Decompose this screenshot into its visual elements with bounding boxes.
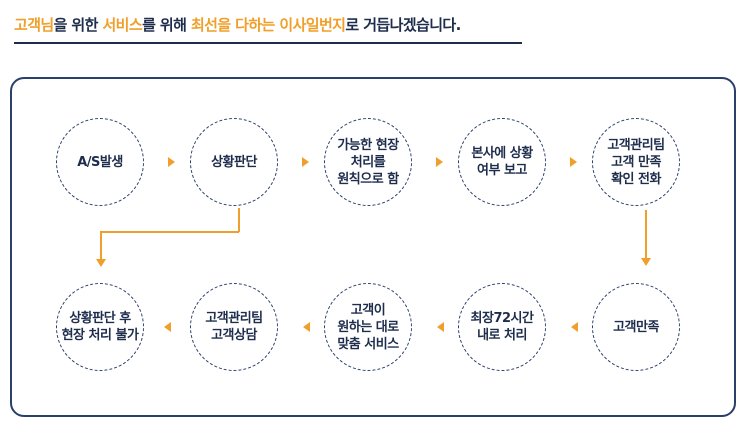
flow-node-situation-judgment: 상황판단 <box>190 118 278 206</box>
arrow-down-icon <box>96 259 106 267</box>
headline-part-1: 고객님 <box>14 16 54 34</box>
arrow-right-icon <box>168 157 175 167</box>
headline-part-5: 최선을 다하는 이사일번지 <box>190 16 346 34</box>
headline-part-3: 서비스 <box>102 16 143 34</box>
flow-node-onsite-principle: 가능한 현장 처리를 원칙으로 함 <box>324 118 412 206</box>
arrow-left-icon <box>437 322 444 332</box>
headline-part-4: 를 위해 <box>142 16 191 34</box>
headline-underline <box>14 42 522 44</box>
connector-line <box>100 231 102 259</box>
arrow-left-icon <box>571 322 578 332</box>
flow-node-72-hours: 최장72시간 내로 처리 <box>458 283 546 371</box>
connector-line <box>100 231 239 233</box>
flow-node-as-occurrence: A/S발생 <box>56 118 144 206</box>
connector-line <box>238 208 240 232</box>
flow-node-customer-consult: 고객관리팀 고객상담 <box>190 283 278 371</box>
flow-node-onsite-impossible: 상황판단 후 현장 처리 불가 <box>56 283 144 371</box>
flow-node-report-hq: 본사에 상황 여부 보고 <box>458 118 546 206</box>
headline: 고객님을 위한 서비스를 위해 최선을 다하는 이사일번지로 거듭나겠습니다. <box>14 14 461 35</box>
arrow-right-icon <box>570 157 577 167</box>
headline-part-6: 로 거듭나겠습니다. <box>345 16 461 34</box>
connector-line <box>645 210 647 258</box>
arrow-down-icon <box>641 258 651 266</box>
arrow-right-icon <box>436 157 443 167</box>
arrow-left-icon <box>303 322 310 332</box>
flow-node-customer-satisfaction: 고객만족 <box>592 283 680 371</box>
flow-node-satisfaction-call: 고객관리팀 고객 만족 확인 전화 <box>592 118 680 206</box>
headline-part-2: 을 위한 <box>53 16 103 34</box>
arrow-left-icon <box>164 322 171 332</box>
flow-node-custom-service: 고객이 원하는 대로 맞춤 서비스 <box>324 283 412 371</box>
arrow-right-icon <box>302 157 309 167</box>
